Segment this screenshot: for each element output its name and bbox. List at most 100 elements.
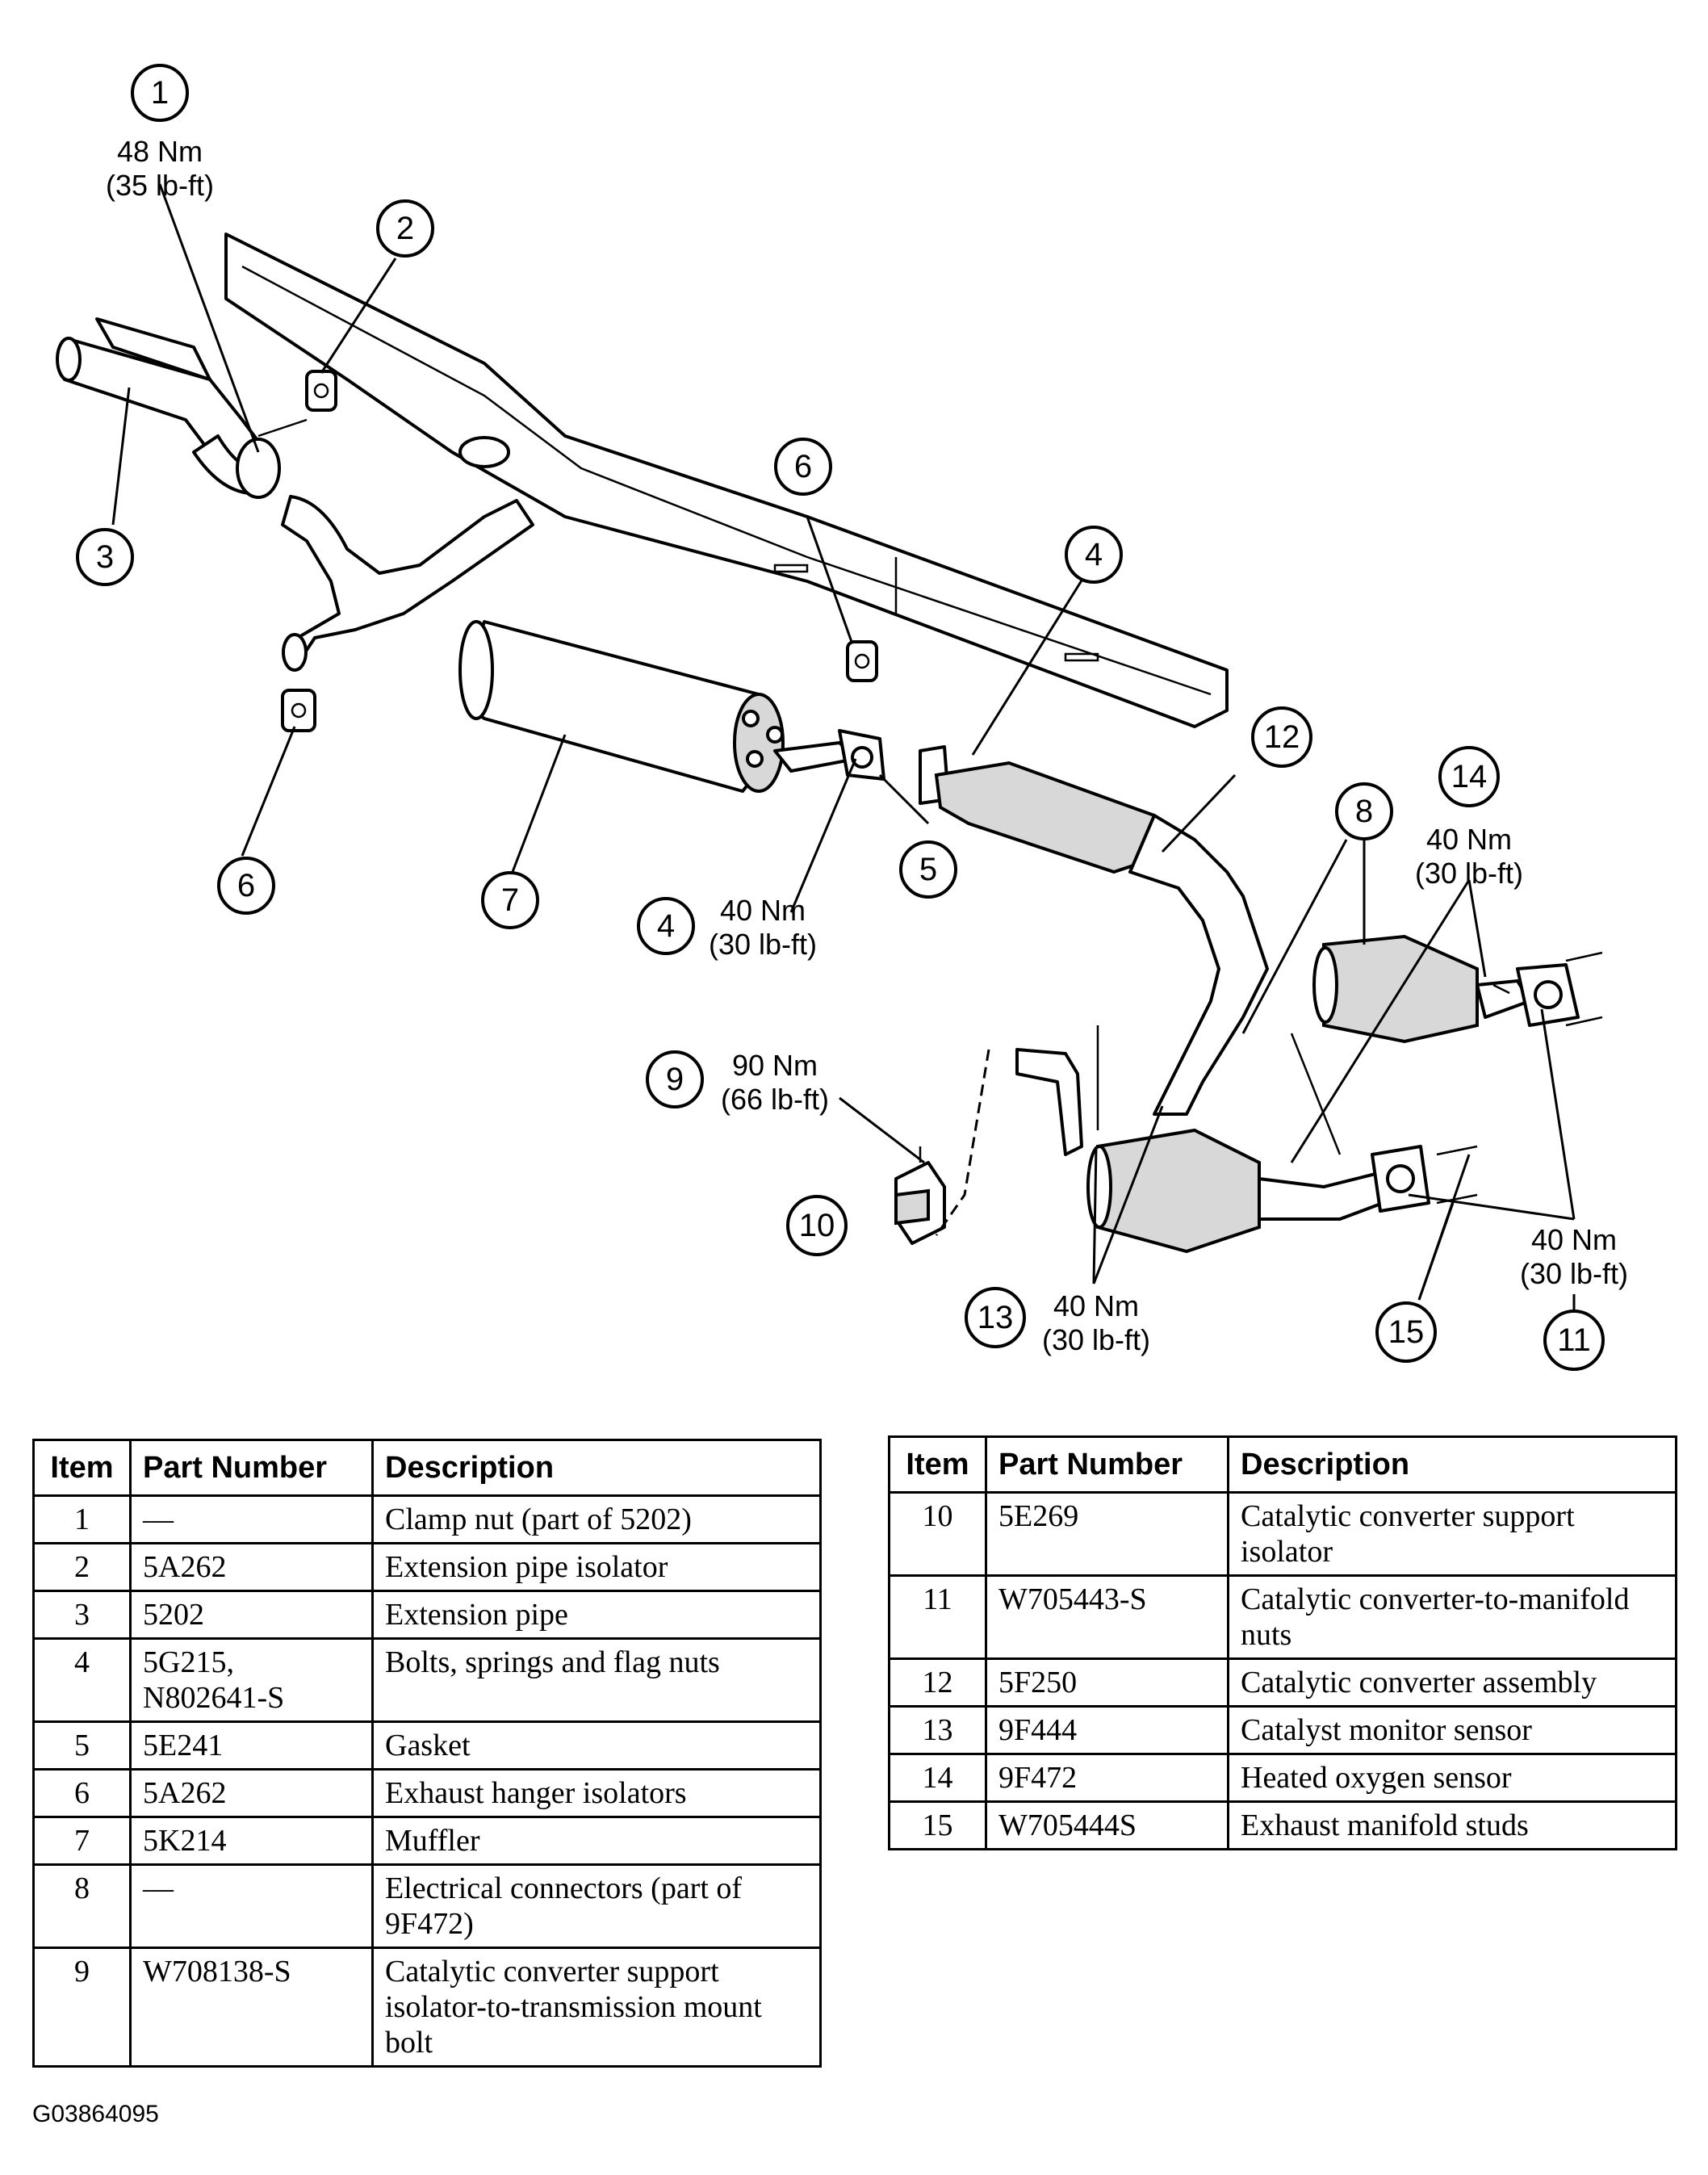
row-item: 3: [32, 1590, 132, 1640]
row-item: 10: [888, 1491, 987, 1577]
row-description: Muffler: [371, 1816, 822, 1866]
table-row: 3 5202 Extension pipe: [32, 1590, 822, 1640]
callout-11-torque-lbft: (30 lb-ft): [1520, 1257, 1628, 1290]
table-row: 12 5F250 Catalytic converter assembly: [888, 1657, 1677, 1708]
row-description: Bolts, springs and flag nuts: [371, 1637, 822, 1723]
callout-5: 5: [899, 840, 957, 899]
figure-id: G03864095: [32, 2101, 159, 2127]
row-part-number: 9F444: [985, 1705, 1229, 1755]
table-row: 9 W708138-S Catalytic converter support …: [32, 1947, 822, 2068]
callout-14-torque-nm: 40 Nm: [1426, 823, 1512, 856]
row-description: Catalytic converter-to-manifold nuts: [1227, 1574, 1677, 1660]
header-item: Item: [32, 1439, 132, 1497]
muffler: [458, 620, 785, 793]
callout-4-torque-nm: 40 Nm: [720, 894, 806, 927]
extension-pipe-isolator: [305, 370, 337, 412]
oxygen-sensors: [1096, 983, 1510, 1155]
callout-11-number: 11: [1557, 1322, 1591, 1358]
row-part-number: 5A262: [129, 1542, 374, 1592]
row-description: Exhaust hanger isolators: [371, 1768, 822, 1818]
hanger-isolator-right: [846, 640, 878, 682]
callout-14-number: 14: [1451, 759, 1488, 794]
row-part-number: W708138-S: [129, 1947, 374, 2068]
row-part-number: 9F472: [985, 1753, 1229, 1803]
row-description: Electrical connectors (part of 9F472): [371, 1863, 822, 1949]
table-header-row: Item Part Number Description: [888, 1435, 1677, 1494]
table-row: 10 5E269 Catalytic converter support iso…: [888, 1491, 1677, 1577]
row-item: 1: [32, 1494, 132, 1544]
callout-8: 8: [1335, 782, 1393, 840]
transmission-mount-bracket: [935, 1048, 1083, 1236]
callout-3-number: 3: [96, 539, 114, 575]
callout-3: 3: [76, 528, 134, 586]
table-row: 1 — Clamp nut (part of 5202): [32, 1494, 822, 1544]
callout-2: 2: [376, 199, 434, 258]
row-item: 14: [888, 1753, 987, 1803]
header-part-number: Part Number: [985, 1435, 1229, 1494]
hanger-isolator-left: [281, 689, 316, 732]
table-header-row: Item Part Number Description: [32, 1439, 822, 1497]
callout-4-torque-lbft: (30 lb-ft): [709, 928, 817, 961]
callout-9-torque-nm: 90 Nm: [732, 1049, 818, 1082]
callout-4: 4: [1065, 526, 1123, 584]
callout-9: 9 90 Nm (66 lb-ft): [646, 1049, 829, 1116]
callout-11: 40 Nm (30 lb-ft) 11: [1520, 1223, 1628, 1371]
row-part-number: —: [129, 1863, 374, 1949]
callout-13-torque-nm: 40 Nm: [1053, 1289, 1139, 1322]
row-item: 9: [32, 1947, 132, 2068]
table-row: 4 5G215, N802641-S Bolts, springs and fl…: [32, 1637, 822, 1723]
callout-1-torque-nm: 48 Nm: [117, 135, 203, 168]
callout-13-torque-lbft: (30 lb-ft): [1042, 1323, 1150, 1356]
header-description: Description: [371, 1439, 822, 1497]
callout-1-number: 1: [151, 75, 169, 111]
row-description: Extension pipe isolator: [371, 1542, 822, 1592]
callout-6-lower: 6: [217, 857, 275, 915]
row-description: Catalytic converter support isolator-to-…: [371, 1947, 822, 2068]
callout-10: 10: [786, 1195, 848, 1256]
muffler-flange: [773, 729, 885, 781]
callout-4-torque-number: 4: [657, 908, 675, 944]
table-row: 5 5E241 Gasket: [32, 1720, 822, 1771]
table-row: 7 5K214 Muffler: [32, 1816, 822, 1866]
clamp: [236, 418, 308, 499]
row-description: Catalytic converter support isolator: [1227, 1491, 1677, 1577]
callout-4-torque: 4 40 Nm (30 lb-ft): [637, 894, 817, 961]
table-row: 6 5A262 Exhaust hanger isolators: [32, 1768, 822, 1818]
table-row: 2 5A262 Extension pipe isolator: [32, 1542, 822, 1592]
row-part-number: W705444S: [985, 1800, 1229, 1850]
table-row: 11 W705443-S Catalytic converter-to-mani…: [888, 1574, 1677, 1660]
row-description: Clamp nut (part of 5202): [371, 1494, 822, 1544]
row-description: Catalyst monitor sensor: [1227, 1705, 1677, 1755]
callout-2-number: 2: [396, 211, 414, 246]
row-part-number: 5F250: [985, 1657, 1229, 1708]
header-part-number: Part Number: [129, 1439, 374, 1497]
callout-6-lower-number: 6: [237, 868, 255, 903]
callout-8-number: 8: [1355, 794, 1373, 829]
callout-13-number: 13: [977, 1300, 1014, 1335]
row-item: 7: [32, 1816, 132, 1866]
row-part-number: 5G215, N802641-S: [129, 1637, 374, 1723]
row-description: Catalytic converter assembly: [1227, 1657, 1677, 1708]
y-pipe: [281, 495, 534, 672]
frame-rail: [224, 233, 1229, 728]
callout-7-number: 7: [501, 882, 519, 918]
table-row: 15 W705444S Exhaust manifold studs: [888, 1800, 1677, 1850]
row-item: 6: [32, 1768, 132, 1818]
callout-5-number: 5: [919, 852, 937, 887]
row-item: 8: [32, 1863, 132, 1949]
parts-table-left: Item Part Number Description 1 — Clamp n…: [32, 1439, 822, 2068]
header-item: Item: [888, 1435, 987, 1494]
row-part-number: —: [129, 1494, 374, 1544]
row-item: 5: [32, 1720, 132, 1771]
row-part-number: 5E241: [129, 1720, 374, 1771]
row-description: Extension pipe: [371, 1590, 822, 1640]
callout-14: 14 40 Nm (30 lb-ft): [1415, 746, 1523, 890]
callout-10-number: 10: [799, 1208, 835, 1243]
callout-1: 1 48 Nm (35 lb-ft): [106, 64, 214, 202]
callout-15: 15: [1375, 1301, 1437, 1363]
callout-6-upper-number: 6: [794, 449, 812, 484]
row-item: 4: [32, 1637, 132, 1723]
callout-14-torque-lbft: (30 lb-ft): [1415, 857, 1523, 890]
table-row: 13 9F444 Catalyst monitor sensor: [888, 1705, 1677, 1755]
callout-7: 7: [481, 871, 539, 929]
